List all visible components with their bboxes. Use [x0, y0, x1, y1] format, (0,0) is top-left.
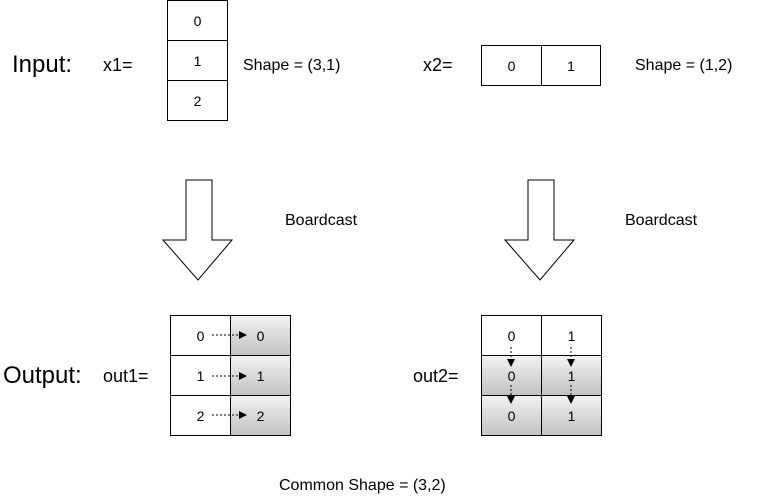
input-label: Input:: [12, 51, 73, 78]
left-down-arrow: [161, 179, 234, 281]
out2-cell-r0c0: 0: [481, 315, 542, 356]
out1-label: out1=: [103, 366, 149, 386]
x2-label: x2=: [423, 55, 453, 75]
broadcast-label-left: Boardcast: [285, 212, 358, 229]
x1-cell-2: 2: [167, 80, 228, 121]
right-down-arrow: [503, 179, 576, 281]
common-shape: Common Shape = (3,2): [279, 477, 446, 494]
x2-cell-0: 0: [481, 45, 542, 86]
out2-cell-r0c1: 1: [541, 315, 602, 356]
x2-shape: Shape = (1,2): [635, 57, 733, 74]
x1-cell-1: 1: [167, 40, 228, 81]
x1-label: x1=: [103, 55, 133, 75]
out2-label: out2=: [413, 366, 459, 386]
broadcast-label-right: Boardcast: [625, 212, 698, 229]
x1-shape: Shape = (3,1): [243, 57, 341, 74]
output-label: Output:: [3, 362, 82, 389]
x2-cell-1: 1: [541, 45, 601, 86]
